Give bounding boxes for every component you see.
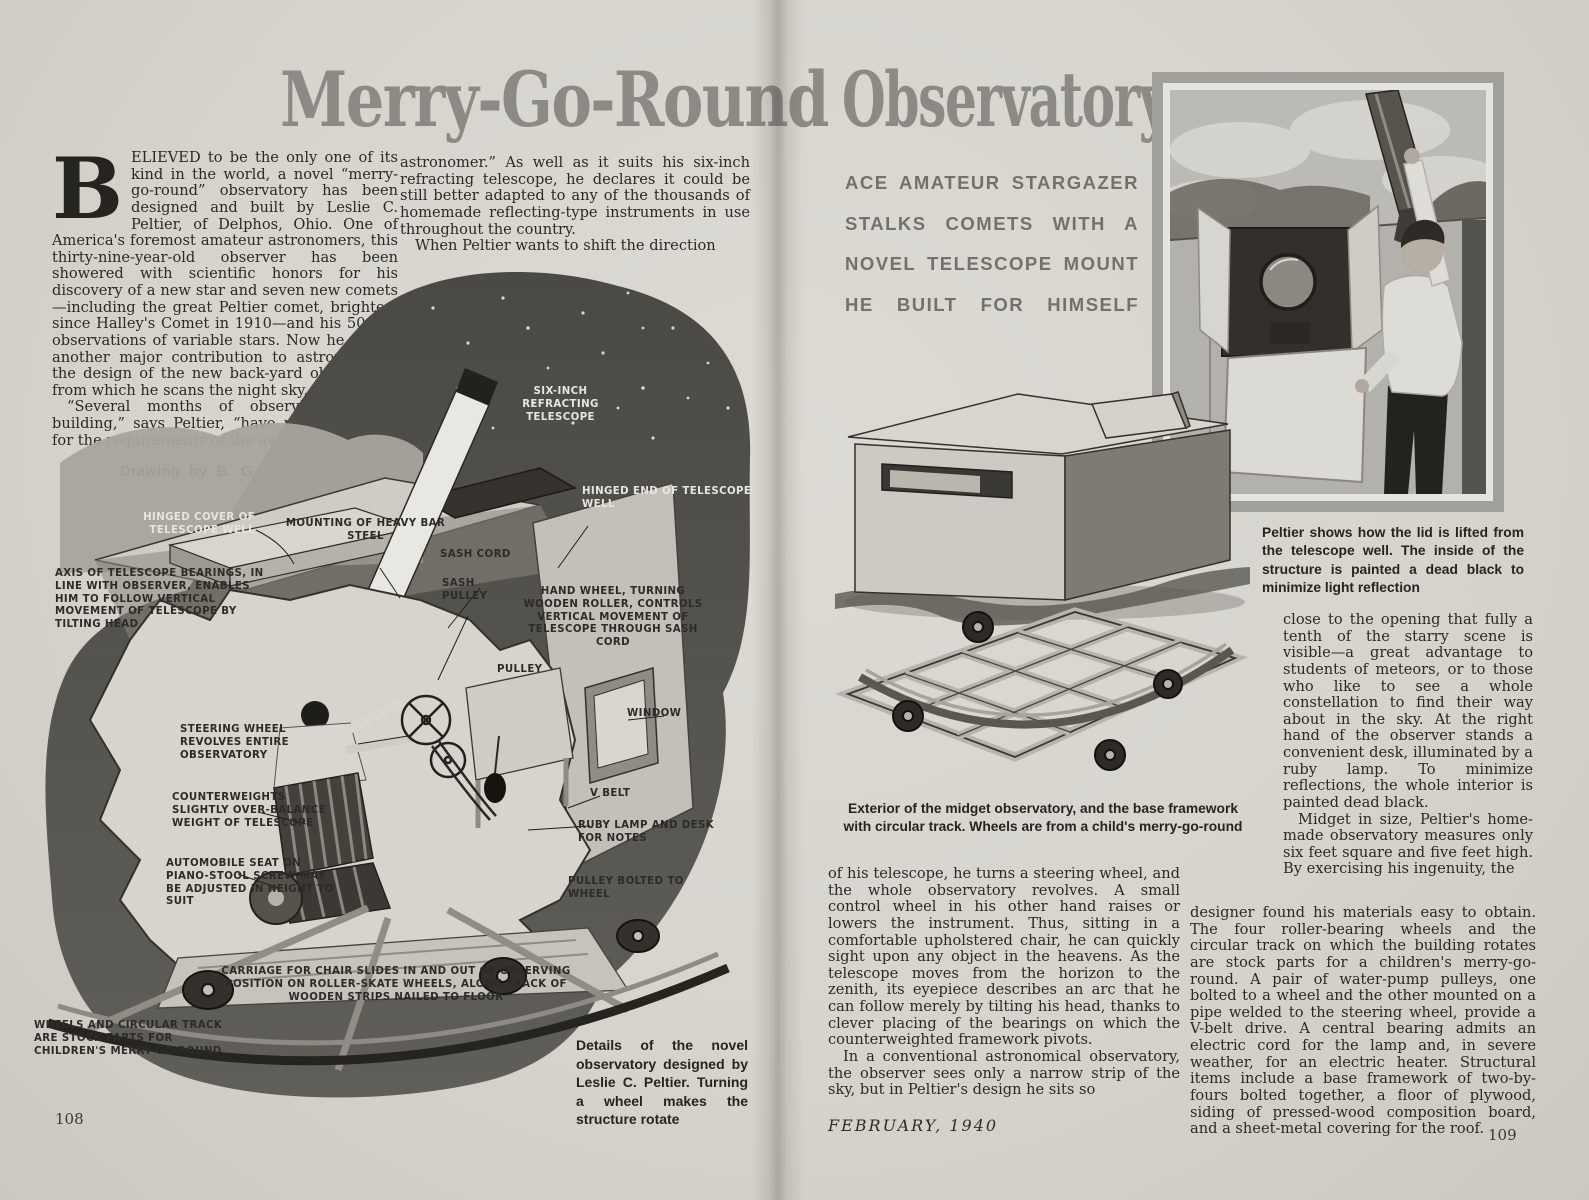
- well-flap-left: [1197, 206, 1231, 354]
- page-gutter: [752, 0, 804, 1200]
- callout-label: HINGED COVER OF TELESCOPE WELL: [143, 512, 255, 536]
- hand-lower: [1355, 379, 1369, 393]
- paragraph: When Peltier wants to shift the directio…: [415, 237, 716, 255]
- photo-caption: Peltier shows how the lid is lifted from…: [1262, 525, 1524, 596]
- photo-svg: [1170, 90, 1486, 494]
- page-number-left: 108: [55, 1110, 84, 1128]
- observer-figure: [273, 697, 415, 789]
- deck-line: STALKS COMETS WITH A: [845, 212, 1139, 234]
- hinged-cover: [167, 507, 418, 587]
- observatory-window: [881, 463, 1013, 499]
- desk: [465, 667, 574, 828]
- cutaway-illustration: [28, 268, 763, 1118]
- callout-label: SIX-INCH REFRACTING TELESCOPE: [522, 386, 599, 423]
- cutaway-caption: Details of the novel observatory designe…: [576, 1037, 748, 1128]
- callout-label: HAND WHEEL, TURNING WOODEN ROLLER, CONTR…: [523, 586, 703, 648]
- hand-upper: [1404, 148, 1420, 164]
- callout-label: CARRIAGE FOR CHAIR SLIDES IN AND OUT OF …: [221, 966, 571, 1003]
- drop-cap: B: [52, 139, 123, 238]
- callout-label: WHEELS AND CIRCULAR TRACK ARE STOCK PART…: [34, 1020, 223, 1057]
- photo-peltier-lid: [1152, 72, 1504, 512]
- framework-wheels: [892, 611, 1183, 771]
- left-column-2: astronomer.” As well as it suits his six…: [400, 154, 750, 255]
- exterior-caption: Exterior of the midget observatory, and …: [843, 801, 1243, 835]
- callout-label: MOUNTING OF HEAVY BAR STEEL: [285, 518, 446, 542]
- man-figure: [1355, 148, 1463, 494]
- telescope-well: [418, 467, 577, 519]
- callout-label: AUTOMOBILE SEAT ON PIANO-STOOL SCREW MAY…: [166, 858, 334, 908]
- circular-track: [57, 951, 719, 1046]
- hand-wheel: [400, 694, 467, 779]
- trousers: [1384, 386, 1448, 494]
- photo-inner-frame: [1163, 83, 1493, 501]
- paragraph: In a conventional astronomical observato…: [828, 1047, 1180, 1099]
- callout-label: AXIS OF TELESCOPE BEARINGS, IN LINE WITH…: [55, 568, 264, 630]
- paragraph: Midget in size, Peltier's home-made obse…: [1283, 810, 1533, 878]
- lens-highlight: [1269, 258, 1299, 271]
- callout-label: WINDOW: [627, 708, 682, 719]
- callout-label: COUNTERWEIGHTS SLIGHTLY OVER-BALANCE WEI…: [172, 792, 326, 829]
- exterior-svg: [835, 391, 1250, 771]
- stars: [431, 291, 730, 440]
- base-framework: [835, 607, 1249, 771]
- white-shirt: [1381, 274, 1463, 397]
- callout-label: PULLEY BOLTED TO WHEEL: [568, 876, 684, 900]
- observatory-box: [847, 391, 1231, 601]
- counterweight: [249, 871, 303, 925]
- right-wide-column: designer found his materials easy to obt…: [1190, 904, 1536, 1138]
- callout-label: SASH PULLEY: [442, 578, 488, 602]
- window-frame: [584, 667, 659, 784]
- paragraph: astronomer.” As well as it suits his six…: [400, 154, 750, 238]
- callout-label: V BELT: [590, 788, 631, 799]
- hair: [1400, 219, 1445, 248]
- page-number-right: 109: [1488, 1126, 1517, 1144]
- deck-line: HE BUILT FOR HIMSELF: [845, 293, 1139, 315]
- telescope-lens: [1259, 253, 1317, 311]
- callout-label: SASH CORD: [440, 549, 511, 560]
- leader-lines: [237, 525, 665, 889]
- circular-track-rail: [46, 963, 730, 1066]
- callout-label: PULLEY: [497, 664, 543, 675]
- head: [1401, 231, 1443, 273]
- deck-line: ACE AMATEUR STARGAZER: [845, 172, 1139, 193]
- paragraph: of his telescope, he turns a steering wh…: [828, 865, 1180, 1049]
- cutaway-svg: [45, 271, 751, 1098]
- floor-beams: [86, 904, 630, 1072]
- v-belt: [430, 739, 497, 821]
- well-flap-right: [1347, 204, 1383, 354]
- callout-label: STEERING WHEEL REVOLVES ENTIRE OBSERVATO…: [180, 724, 290, 761]
- article-title-right: Observatory: [842, 55, 1168, 144]
- issue-date: FEBRUARY, 1940: [828, 1116, 999, 1135]
- paragraph: close to the opening that fully a tenth …: [1283, 611, 1533, 811]
- deck: ACE AMATEUR STARGAZER STALKS COMETS WITH…: [845, 172, 1139, 334]
- grass: [835, 567, 1250, 626]
- exterior-illustration: [830, 332, 1255, 794]
- roof-shade: [95, 505, 575, 640]
- forearm: [1358, 350, 1402, 392]
- ruby-lamp: [484, 735, 506, 803]
- right-narrow-column: close to the opening that fully a tenth …: [1283, 611, 1533, 878]
- telescope-facet: [1374, 93, 1412, 211]
- callout-label: HINGED END OF TELESCOPE WELL: [582, 486, 752, 510]
- dark-jamb: [1462, 220, 1486, 494]
- paragraph: designer found his materials easy to obt…: [1190, 904, 1536, 1138]
- article-title-left: Merry-Go-Round: [280, 55, 830, 144]
- deck-line: NOVEL TELESCOPE MOUNT: [845, 253, 1139, 274]
- track-wheels: [182, 919, 660, 1010]
- right-bottomleft-column: of his telescope, he turns a steering wh…: [828, 865, 1180, 1099]
- callout-label: RUBY LAMP AND DESK FOR NOTES: [578, 820, 715, 844]
- well-hardware: [1270, 322, 1310, 344]
